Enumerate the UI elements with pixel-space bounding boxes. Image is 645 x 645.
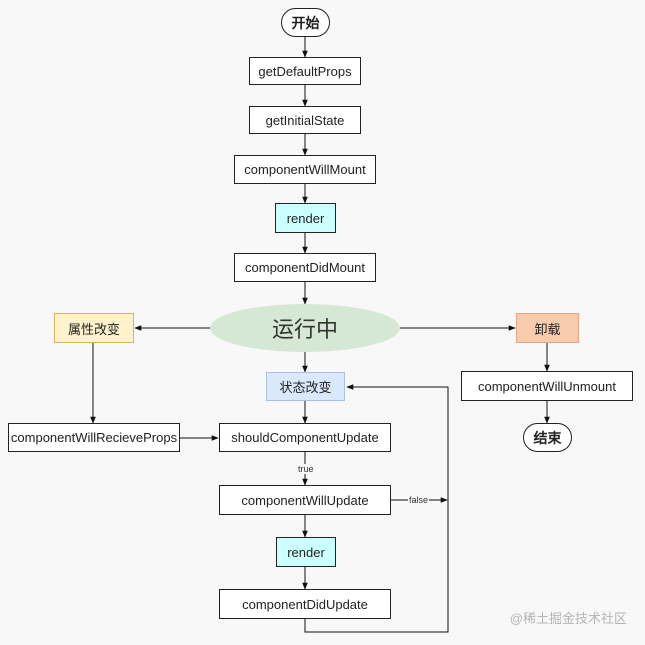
getdefaultprops-node: getDefaultProps	[249, 57, 361, 85]
getinitialstate-node: getInitialState	[249, 106, 361, 134]
componentwillreceiveprops-node: componentWillRecieveProps	[8, 423, 180, 452]
unmount-node: 卸载	[516, 313, 579, 343]
running-node: 运行中	[210, 304, 400, 352]
watermark-text: @稀土掘金技术社区	[509, 611, 627, 626]
render-update-node: render	[276, 537, 336, 567]
componentwillupdate-node: componentWillUpdate	[219, 485, 391, 515]
true-edge-label: true	[297, 464, 315, 474]
componentwillunmount-node: componentWillUnmount	[461, 371, 633, 401]
start-node: 开始	[281, 8, 330, 37]
componentdidmount-node: componentDidMount	[234, 253, 376, 282]
shouldcomponentupdate-node: shouldComponentUpdate	[219, 423, 391, 452]
state-change-node: 状态改变	[266, 372, 345, 401]
props-change-node: 属性改变	[54, 313, 134, 343]
render-mount-node: render	[275, 203, 336, 233]
componentwillmount-node: componentWillMount	[234, 155, 376, 184]
false-edge-label: false	[408, 495, 430, 505]
end-node: 结束	[523, 423, 572, 452]
componentdidupdate-node: componentDidUpdate	[219, 589, 391, 619]
edge-componentdidupdate-loop-back	[304, 384, 449, 633]
